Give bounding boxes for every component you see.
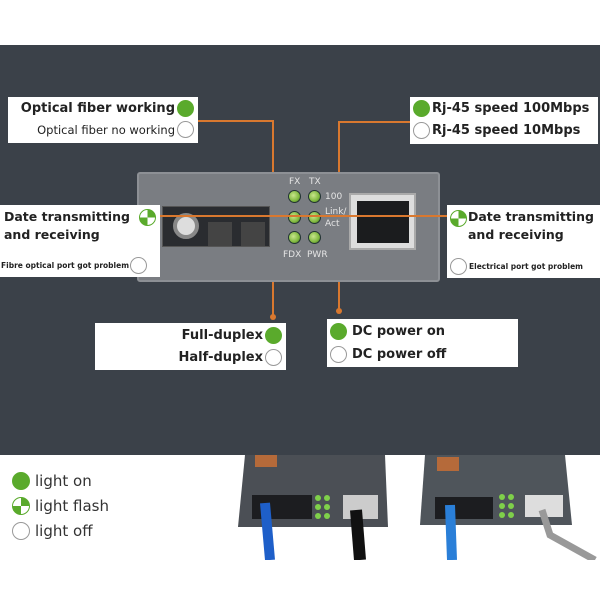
speed-status-box: Rj-45 speed 100Mbps Rj-45 speed 10Mbps (410, 97, 598, 144)
led-fdx (288, 231, 301, 244)
legend-light-off: light off (12, 522, 93, 540)
legend-light-flash: light flash (12, 497, 109, 515)
light-off-icon (177, 121, 194, 138)
half-duplex-label: Half-duplex (178, 350, 263, 365)
legend-on-label: light on (35, 472, 92, 490)
fiber-not-working-label: Optical fiber no working (37, 122, 175, 137)
light-off-icon (265, 349, 282, 366)
speed-100-label: Rj-45 speed 100Mbps (432, 101, 590, 116)
connector-line (198, 120, 274, 122)
light-flash-icon (12, 497, 30, 515)
electrical-data-box: Date transmitting and receiving Electrica… (447, 205, 600, 278)
fx-label: FX (289, 177, 301, 187)
data-line1: Date transmitting (4, 209, 130, 224)
light-on-icon (265, 327, 282, 344)
data-line2: and receiving (4, 227, 100, 242)
led-link-tx (308, 211, 321, 224)
pwr-label: PWR (307, 250, 328, 260)
light-flash-icon (139, 209, 156, 226)
legend-flash-label: light flash (35, 497, 109, 515)
light-off-icon (130, 257, 148, 274)
fiber-status-box: Optical fiber working Optical fiber no w… (8, 97, 198, 143)
light-on-icon (413, 100, 430, 117)
light-on-icon (330, 323, 347, 340)
link-label: Link/ (325, 207, 347, 217)
led-fx (288, 190, 301, 203)
speed-10-label: Rj-45 speed 10Mbps (432, 123, 581, 138)
power-box: DC power on DC power off (327, 319, 518, 367)
fiber-data-box: Date transmitting and receiving Fibre opt… (0, 205, 160, 277)
light-off-icon (330, 346, 347, 363)
legend-off-label: light off (35, 522, 93, 540)
data-line2: and receiving (468, 227, 564, 242)
device-photo-right (420, 455, 597, 560)
led-pwr (308, 231, 321, 244)
devices-photo (238, 455, 597, 560)
light-off-icon (12, 522, 30, 540)
connector-dot (336, 308, 342, 314)
electrical-problem-label: Electrical port got problem (469, 262, 583, 271)
rj45-port (349, 193, 416, 250)
power-off-label: DC power off (352, 347, 447, 362)
duplex-box: Full-duplex Half-duplex (95, 323, 286, 370)
fiber-port (162, 206, 270, 247)
light-flash-icon (450, 210, 467, 227)
fiber-problem-label: Fibre optical port got problem (1, 261, 130, 270)
act-label: Act (325, 219, 340, 229)
light-on-icon (12, 472, 30, 490)
power-on-label: DC power on (352, 324, 446, 339)
light-off-icon (413, 122, 430, 139)
light-on-icon (177, 100, 194, 117)
tx-label: TX (309, 177, 321, 187)
media-converter: FX TX 100 Link/ Act FDX PWR (137, 172, 440, 282)
legend-light-on: light on (12, 472, 92, 490)
fdx-label: FDX (283, 250, 302, 260)
connector-line (160, 215, 447, 217)
fiber-working-label: Optical fiber working (20, 101, 175, 116)
speed-label: 100 (325, 192, 343, 202)
device-photo-left (238, 455, 388, 560)
full-duplex-label: Full-duplex (181, 328, 263, 343)
connector-line (338, 121, 410, 123)
connector-dot (270, 314, 276, 320)
led-link-fx (288, 211, 301, 224)
data-line1: Date transmitting (468, 209, 594, 224)
led-tx (308, 190, 321, 203)
light-off-icon (450, 258, 467, 275)
